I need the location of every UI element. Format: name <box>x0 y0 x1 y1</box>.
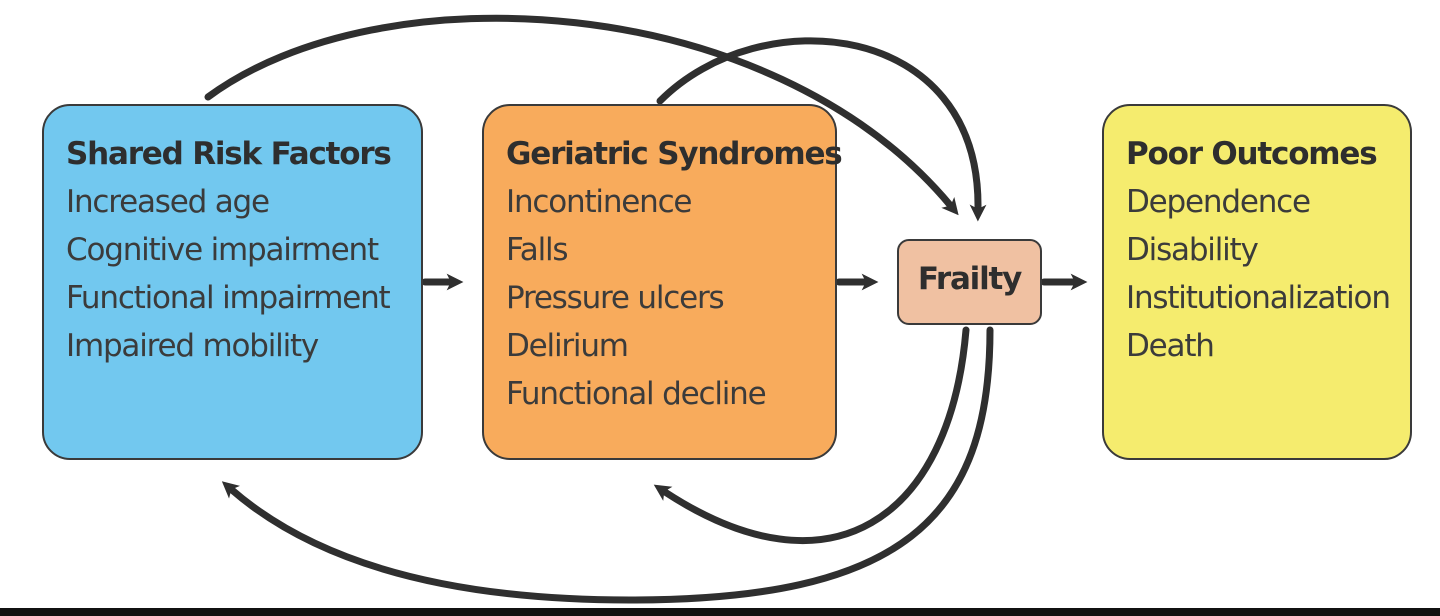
geriatric-syndromes-list: Incontinence Falls Pressure ulcers Delir… <box>506 178 835 418</box>
list-item: Death <box>1126 328 1215 364</box>
list-item: Impaired mobility <box>66 328 319 364</box>
geriatric-syndromes-box: Geriatric Syndromes Incontinence Falls P… <box>482 104 843 460</box>
list-item: Dependence <box>1126 184 1311 220</box>
arrow-risk-to-frailty-top <box>204 14 959 216</box>
geriatric-syndromes-title: Geriatric Syndromes <box>506 136 843 172</box>
poor-outcomes-list: Dependence Disability Institutionalizati… <box>1126 178 1410 370</box>
list-item: Functional decline <box>506 376 767 412</box>
shared-risk-factors-list: Increased age Cognitive impairment Funct… <box>66 178 421 370</box>
bottom-divider <box>0 608 1440 616</box>
list-item: Increased age <box>66 184 270 220</box>
arrow-frailty-to-risk-bottom <box>221 326 994 604</box>
list-item: Pressure ulcers <box>506 280 725 316</box>
list-item: Incontinence <box>506 184 693 220</box>
list-item: Disability <box>1126 232 1259 268</box>
poor-outcomes-box: Poor Outcomes Dependence Disability Inst… <box>1102 104 1412 460</box>
poor-outcomes-title: Poor Outcomes <box>1126 136 1378 172</box>
arrow-frailty-to-syndromes-bottom <box>653 326 970 544</box>
arrow-syndromes-to-frailty-top <box>656 37 987 222</box>
frailty-box: Frailty <box>897 239 1042 325</box>
list-item: Delirium <box>506 328 629 364</box>
list-item: Functional impairment <box>66 280 391 316</box>
frailty-label: Frailty <box>917 261 1022 297</box>
shared-risk-factors-title: Shared Risk Factors <box>66 136 392 172</box>
shared-risk-factors-box: Shared Risk Factors Increased age Cognit… <box>42 104 423 460</box>
list-item: Cognitive impairment <box>66 232 379 268</box>
list-item: Falls <box>506 232 569 268</box>
list-item: Institutionalization <box>1126 280 1391 316</box>
